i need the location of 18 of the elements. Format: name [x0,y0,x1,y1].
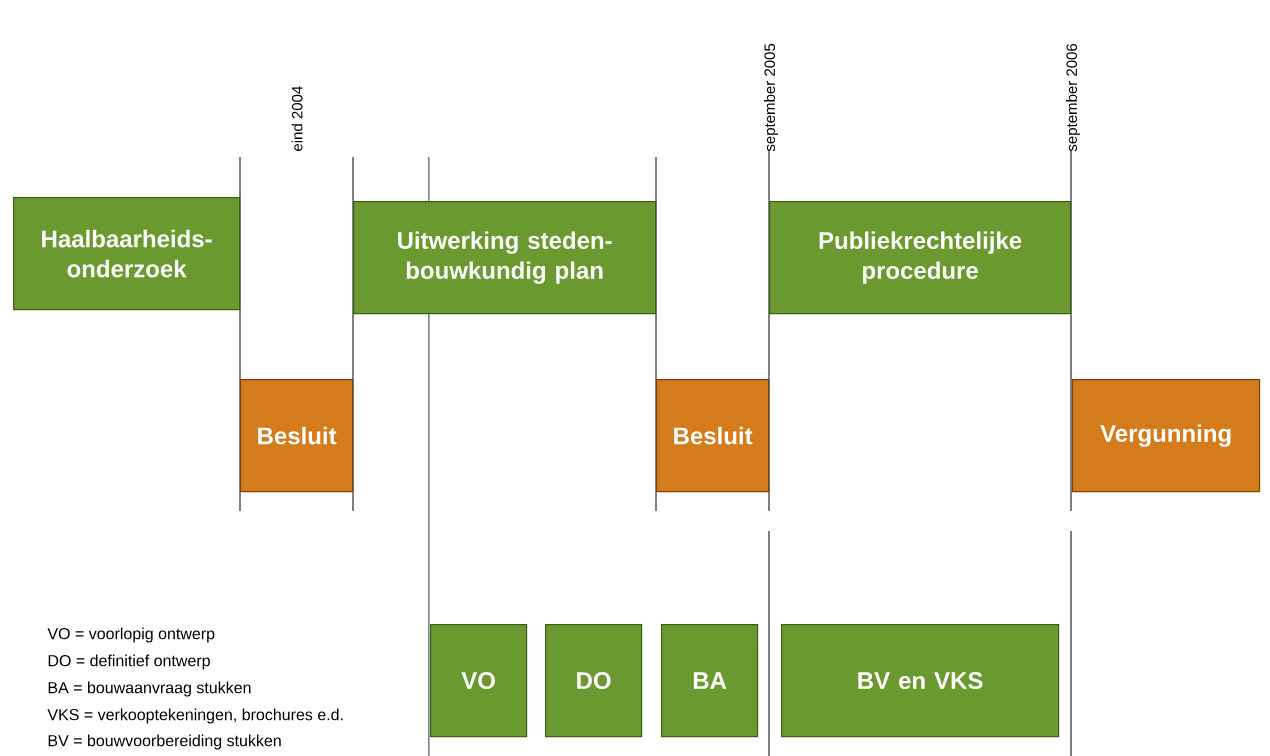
decision-box: Besluit [240,379,354,493]
date-label: september 2005 [764,43,778,152]
phase-box: DO [545,624,643,738]
legend-entry: DO = definitief ontwerp [48,654,210,670]
legend-entry: VO = voorlopig ontwerp [47,627,215,643]
phase-box: BA [661,624,759,738]
legend-entry: BV = bouwvoorbereiding stukken [48,734,281,750]
date-label: september 2006 [1066,43,1080,152]
phase-box: VO [430,624,528,738]
phase-box: BV en VKS [781,624,1060,738]
date-label: eind 2004 [291,86,303,151]
phase-box: Publiekrechtelijke procedure [769,201,1072,315]
legend-entry: BA = bouwaanvraag stukken [48,681,251,697]
phase-box: Uitwerking steden- bouwkundig plan [353,201,657,315]
legend-entry: VKS = verkooptekeningen, brochures e.d. [47,708,343,724]
decision-box: Besluit [656,379,770,493]
phase-box: Haalbaarheids- onderzoek [13,197,241,311]
decision-box: Vergunning [1072,379,1261,493]
